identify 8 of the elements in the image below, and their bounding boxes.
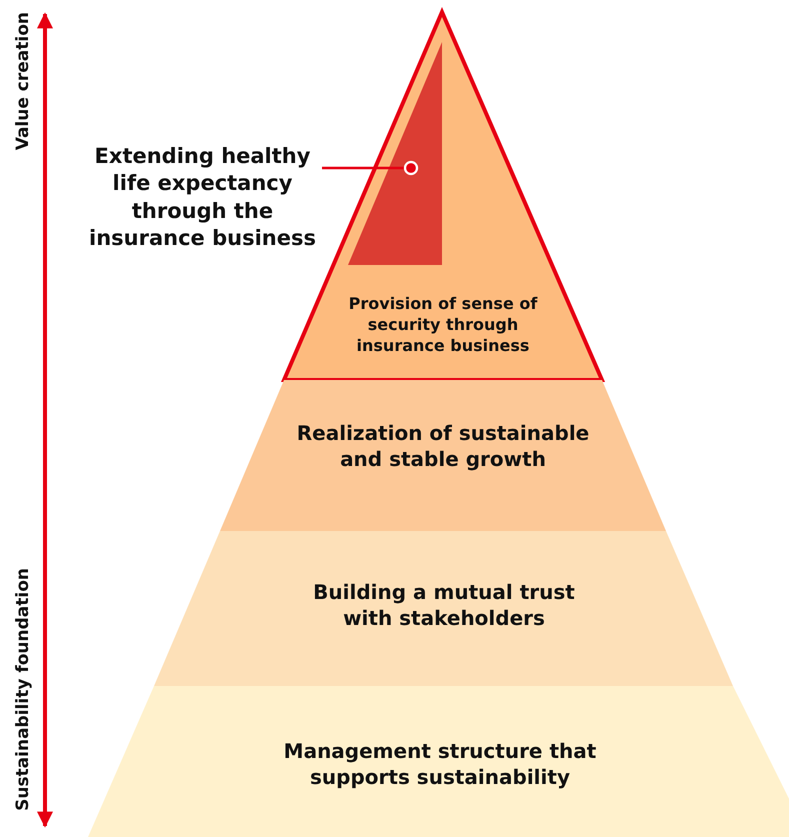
tier-label: Building a mutual trust with stakeholders [312, 579, 576, 631]
callout-text: Extending healthy life expectancy through the insurance business [88, 143, 317, 252]
axis-label: Sustainability foundation [13, 568, 33, 811]
tier-label: Provision of sense of security through insurance business [348, 294, 538, 356]
tier-label: Realization of sustainable and stable growth [296, 420, 590, 472]
leader-line [322, 160, 418, 176]
axis-label: Value creation [13, 12, 33, 150]
tier-label: Management structure that supports sustainability [282, 738, 598, 790]
